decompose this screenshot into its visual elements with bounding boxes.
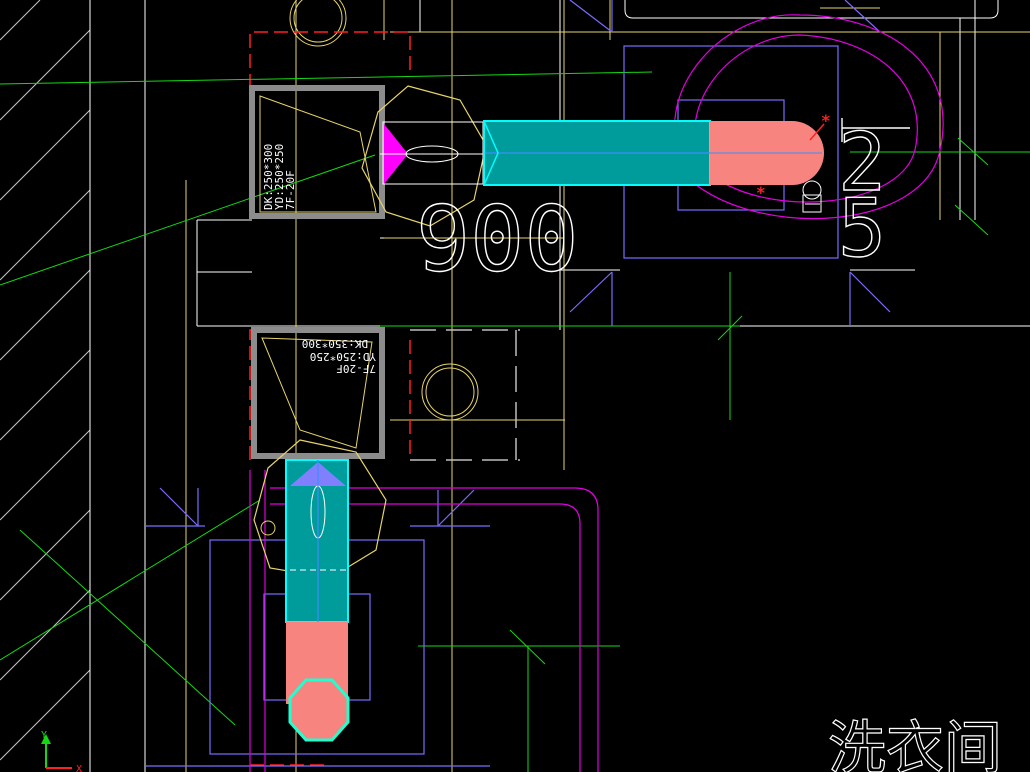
upper-box-labels: DK:250*300 YD:250*250 7F-20F — [262, 144, 297, 210]
svg-text:*: * — [821, 111, 831, 130]
upper-shaft-box[interactable]: DK:250*300 YD:250*250 7F-20F — [249, 85, 385, 219]
corner-digit-1: 2 — [838, 116, 886, 209]
red-dashed-outline — [249, 31, 411, 766]
gray-dashed — [410, 329, 520, 461]
corner-digit-2: 5 — [838, 182, 886, 275]
wall-lines — [89, 0, 1030, 772]
ucs-y-label: Y — [41, 730, 47, 741]
corner-digits: 2 5 — [837, 115, 887, 275]
horizontal-pipe[interactable]: * * — [483, 111, 831, 213]
lower-label-b: YD:250*250 — [309, 350, 376, 363]
dimension-label: 900 — [415, 186, 579, 292]
upper-label-3: 7F-20F — [284, 170, 297, 210]
room-label: 洗衣间 — [828, 714, 1002, 772]
magenta-outlines — [249, 14, 944, 772]
wall-hatch — [0, 0, 91, 761]
lower-shaft-box[interactable]: DK:350*300 — [251, 327, 385, 459]
corner-bracket — [841, 118, 910, 142]
blue-lines — [146, 0, 891, 767]
upper-label-2: YD:250*250 — [273, 144, 286, 210]
lower-label-1: DK:350*300 — [302, 337, 368, 350]
lower-box-label-overlay: 7F-20F YD:250*250 — [306, 350, 376, 375]
lower-floor-drain[interactable] — [253, 439, 387, 742]
axis-lines — [185, 0, 1030, 772]
ucs-icon: Y X — [41, 730, 82, 772]
ucs-x-label: X — [76, 764, 82, 772]
svg-text:*: * — [756, 183, 766, 202]
lower-label-a: 7F-20F — [336, 362, 376, 375]
upper-label-1: DK:250*300 — [262, 144, 275, 210]
dimension-text: 900 — [416, 187, 579, 292]
